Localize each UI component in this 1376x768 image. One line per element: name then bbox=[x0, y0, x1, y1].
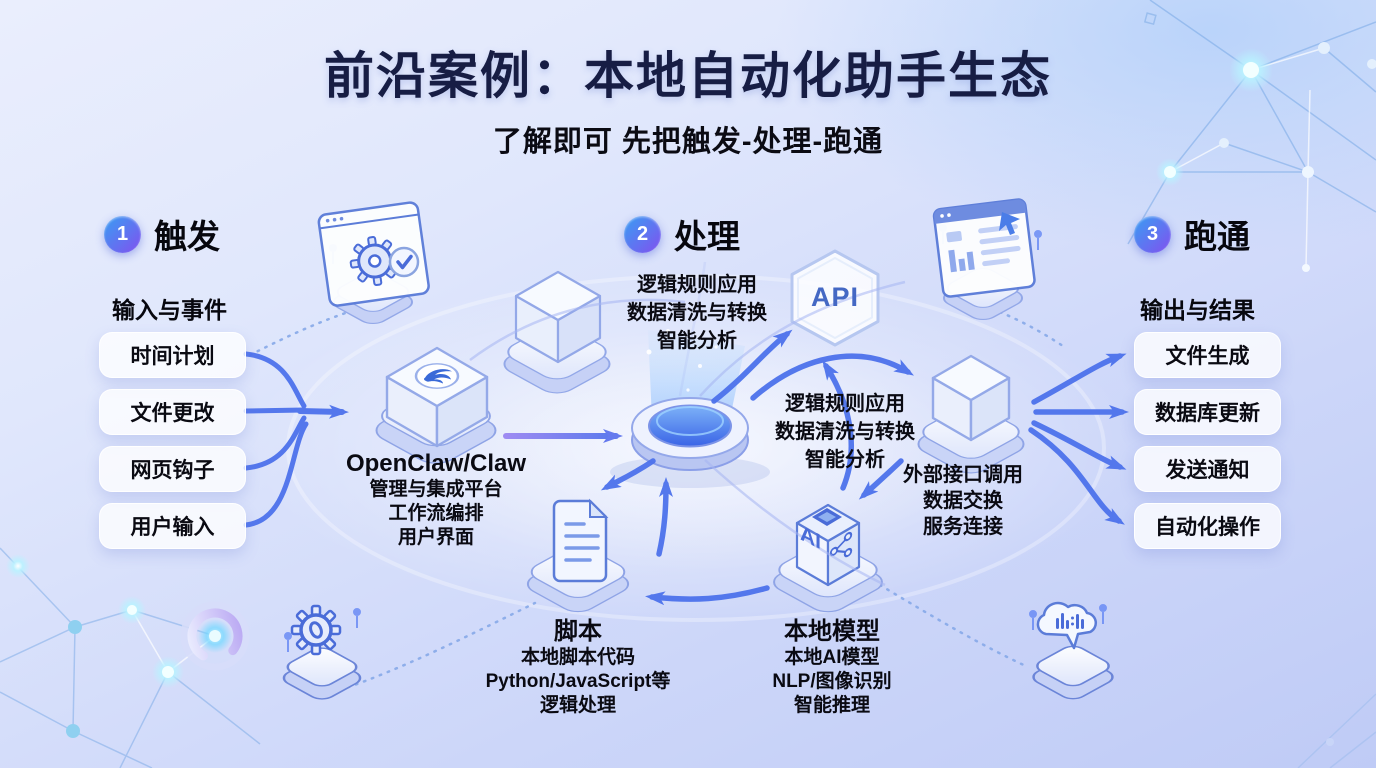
openclaw-title: OpenClaw/Claw bbox=[345, 450, 527, 477]
output-item: 自动化操作 bbox=[1134, 503, 1281, 549]
trigger-item: 网页钩子 bbox=[99, 446, 246, 492]
openclaw-line: 用户界面 bbox=[397, 527, 474, 548]
step-badge-1: 1 bbox=[104, 215, 141, 253]
local-model-line: 本地AI模型 bbox=[784, 647, 880, 668]
local-model-label: 本地模型 本地AI模型 NLP/图像识别 智能推理 bbox=[712, 611, 952, 718]
local-model-line: NLP/图像识别 bbox=[772, 671, 892, 692]
hub-note-mid: 逻辑规则应用 数据清洗与转换 智能分析 bbox=[720, 390, 970, 474]
hub-note-top-line: 数据清洗与转换 bbox=[627, 302, 767, 324]
local-model-line: 智能推理 bbox=[793, 695, 870, 716]
step-title-run: 跑通 bbox=[1184, 218, 1250, 255]
script-title: 脚本 bbox=[554, 618, 602, 645]
external-note-line: 数据交换 bbox=[923, 490, 1003, 512]
step-title-trigger: 触发 bbox=[154, 218, 220, 255]
output-item: 文件生成 bbox=[1134, 332, 1281, 378]
script-line: 本地脚本代码 bbox=[520, 647, 635, 668]
page-title: 前沿案例：本地自动化助手生态 bbox=[324, 48, 1052, 104]
trigger-item: 文件更改 bbox=[99, 389, 246, 435]
output-item: 数据库更新 bbox=[1134, 389, 1281, 435]
openclaw-label: OpenClaw/Claw 管理与集成平台 工作流编排 用户界面 bbox=[316, 450, 556, 550]
trigger-item: 时间计划 bbox=[99, 332, 246, 378]
trigger-item: 用户输入 bbox=[99, 503, 246, 549]
step-header-run: 3 跑通 bbox=[1134, 210, 1250, 258]
step-title-process: 处理 bbox=[674, 218, 740, 255]
page-subtitle: 了解即可 先把触发-处理-跑通 bbox=[492, 126, 884, 158]
step-badge-2: 2 bbox=[624, 215, 661, 253]
external-note-line: 外部接口调用 bbox=[903, 464, 1023, 486]
hub-note-top: 逻辑规则应用 数据清洗与转换 智能分析 bbox=[572, 271, 822, 355]
script-line: Python/JavaScript等 bbox=[485, 671, 671, 692]
external-note-line: 服务连接 bbox=[923, 516, 1003, 538]
output-item: 发送通知 bbox=[1134, 446, 1281, 492]
hub-note-mid-line: 智能分析 bbox=[805, 449, 885, 471]
step-badge-3: 3 bbox=[1134, 215, 1171, 253]
column-heading-outputs: 输出与结果 bbox=[1140, 297, 1255, 323]
hub-note-top-line: 逻辑规则应用 bbox=[637, 274, 757, 296]
hub-note-mid-line: 数据清洗与转换 bbox=[775, 421, 915, 443]
hub-note-top-line: 智能分析 bbox=[657, 330, 737, 352]
external-note: 外部接口调用 数据交换 服务连接 bbox=[848, 462, 1078, 540]
openclaw-line: 管理与集成平台 bbox=[369, 479, 503, 500]
column-heading-inputs: 输入与事件 bbox=[112, 297, 227, 323]
script-line: 逻辑处理 bbox=[539, 695, 616, 716]
step-header-process: 2 处理 bbox=[624, 210, 740, 258]
script-label: 脚本 本地脚本代码 Python/JavaScript等 逻辑处理 bbox=[458, 611, 698, 718]
api-label: API bbox=[810, 282, 859, 312]
hub-note-mid-line: 逻辑规则应用 bbox=[785, 393, 905, 415]
local-model-title: 本地模型 bbox=[784, 618, 880, 645]
step-header-trigger: 1 触发 bbox=[104, 210, 220, 258]
openclaw-line: 工作流编排 bbox=[388, 503, 484, 524]
